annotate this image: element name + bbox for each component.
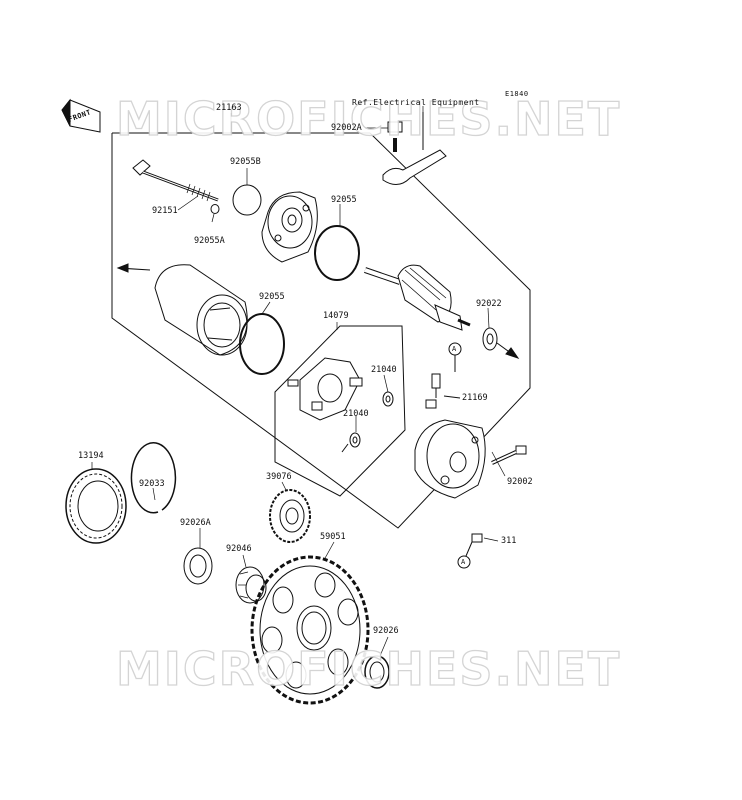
part-label-13194: 13194 xyxy=(78,451,104,461)
part-label-21163: 21163 xyxy=(216,103,242,113)
callout-a-upper-label: A xyxy=(452,345,457,353)
part-label-92026: 92026 xyxy=(373,626,399,636)
terminal-bolt xyxy=(382,112,447,185)
part-label-92046: 92046 xyxy=(226,544,252,554)
part-label-92055-middle: 92055 xyxy=(259,292,285,302)
armature xyxy=(364,264,471,331)
bolt-92151 xyxy=(132,159,219,202)
o-ring-92055-upper xyxy=(314,225,360,281)
leader-lines xyxy=(91,106,506,657)
washer-92026a xyxy=(183,547,213,585)
callout-a-lower-label: A xyxy=(461,558,466,566)
brush-holder-box xyxy=(274,325,406,497)
armature-arrow-head-icon xyxy=(505,347,520,359)
callout-a-lower xyxy=(457,555,471,569)
brush-21169 xyxy=(425,373,461,409)
part-label-92055-upper: 92055 xyxy=(331,195,357,205)
diagram-code: E1840 xyxy=(505,90,529,98)
snap-ring-92033 xyxy=(130,442,177,514)
assembly-outline xyxy=(111,132,531,529)
part-label-14079: 14079 xyxy=(323,311,349,321)
o-ring-92055b xyxy=(232,184,262,216)
gear-59051 xyxy=(250,555,370,705)
part-label-92022: 92022 xyxy=(476,299,502,309)
part-label-21040-upper: 21040 xyxy=(371,365,397,375)
part-label-21169: 21169 xyxy=(462,393,488,403)
part-label-92033: 92033 xyxy=(139,479,165,489)
watermark-bottom: MICROFICHES.NET xyxy=(115,641,622,696)
o-ring-92055-middle xyxy=(239,313,285,375)
pin-311 xyxy=(471,533,483,543)
part-label-92002: 92002 xyxy=(507,477,533,487)
clutch-13194 xyxy=(65,468,127,544)
end-cover xyxy=(414,419,486,499)
washer-92022 xyxy=(482,327,498,351)
brush-holder xyxy=(287,357,363,421)
yoke-arrow-head-icon xyxy=(116,263,129,273)
part-label-92026a: 92026A xyxy=(180,518,211,528)
yoke-housing xyxy=(154,264,248,356)
part-label-59051: 59051 xyxy=(320,532,346,542)
reference-label: Ref.Electrical Equipment xyxy=(352,98,480,107)
part-label-311: 311 xyxy=(501,536,517,546)
front-arrow-icon xyxy=(61,98,101,133)
gear-39076 xyxy=(269,489,311,543)
part-label-92151: 92151 xyxy=(152,206,178,216)
part-label-21040-lower: 21040 xyxy=(343,409,369,419)
part-label-39076: 39076 xyxy=(266,472,292,482)
spring-21040-lower xyxy=(341,432,361,453)
washer-92026 xyxy=(364,655,390,689)
part-label-92002a: 92002A xyxy=(331,123,362,133)
bearing-92046 xyxy=(235,566,267,604)
spring-21040-upper xyxy=(382,391,394,407)
part-label-92055b: 92055B xyxy=(230,157,261,167)
part-label-92055a: 92055A xyxy=(194,236,225,246)
front-cover xyxy=(261,191,318,263)
o-ring-92055a xyxy=(210,204,220,214)
watermark-top: MICROFICHES.NET xyxy=(115,91,622,146)
bolt-92002 xyxy=(491,445,527,465)
